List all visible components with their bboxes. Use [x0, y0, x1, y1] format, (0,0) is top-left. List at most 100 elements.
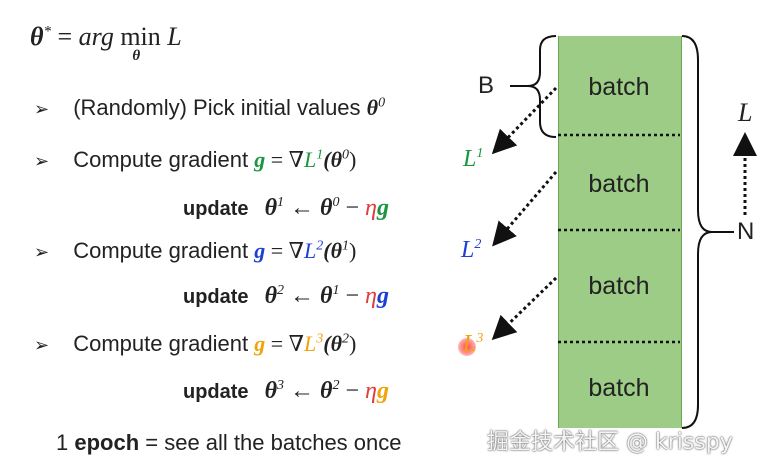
loss-l: L	[304, 331, 317, 356]
left-arrow: ←	[284, 195, 321, 221]
theta-arg: (θ	[323, 147, 342, 172]
theta-prev: θ	[320, 378, 333, 404]
superscript: 0	[378, 95, 386, 111]
epoch-prefix: 1	[56, 430, 75, 455]
batch-label-4: batch	[588, 374, 650, 402]
epoch-suffix: = see all the batches once	[139, 430, 402, 455]
minus-sign: −	[339, 378, 366, 404]
batch-column	[558, 36, 682, 428]
eta-symbol: η	[365, 378, 377, 404]
theta-new: θ	[264, 283, 278, 309]
side-loss-2: L2	[461, 237, 481, 264]
star-superscript: *	[43, 23, 52, 40]
theta-symbol: θ	[366, 95, 379, 120]
cursor-highlight-icon	[458, 338, 476, 356]
theta-arg: (θ	[323, 238, 342, 263]
theta-arg: (θ	[323, 331, 342, 356]
step-text: Compute gradient	[73, 238, 255, 263]
theta-prev-index: 2	[332, 378, 340, 393]
equals-sign: =	[51, 22, 79, 51]
step-text: (Randomly) Pick initial values	[73, 95, 367, 120]
side-loss-1: L1	[463, 146, 483, 173]
theta-index: 0	[342, 147, 349, 163]
loss-index: 2	[316, 238, 324, 254]
brace-b	[527, 35, 557, 138]
label-n: N	[737, 218, 755, 245]
epoch-note: 1 epoch = see all the batches once	[56, 430, 402, 456]
gradient-g: g	[254, 238, 266, 263]
gradient-g: g	[376, 195, 389, 221]
bullet-arrow-icon: ➢	[34, 242, 50, 262]
minus-sign: −	[339, 283, 366, 309]
nabla-equals: = ∇	[265, 238, 304, 263]
gradient-g: g	[254, 331, 266, 356]
update-label: update	[183, 198, 249, 220]
gradient-g: g	[376, 283, 389, 309]
arg-text: arg	[78, 22, 121, 51]
watermark-text: 掘金技术社区 @ krisspy	[487, 430, 733, 455]
min-text: min	[120, 22, 161, 51]
side-l: L	[463, 146, 477, 172]
batch-label-2: batch	[588, 170, 650, 198]
brace-n	[681, 35, 713, 429]
update-label: update	[183, 381, 249, 403]
close-paren: )	[349, 238, 357, 263]
bullet-arrow-icon: ➢	[34, 99, 50, 119]
arrow-batch2-to-l2	[492, 171, 558, 247]
side-sup: 3	[476, 331, 484, 346]
theta-new: θ	[264, 378, 278, 404]
min-subscript: θ	[132, 48, 141, 64]
bullet-arrow-icon: ➢	[34, 335, 50, 355]
side-sup: 2	[474, 237, 482, 252]
loss-l: L	[304, 147, 317, 172]
loss-symbol: L	[160, 22, 182, 51]
loss-index: 1	[316, 147, 324, 163]
batch-label-3: batch	[588, 272, 650, 300]
theta-new-index: 3	[277, 378, 285, 393]
arrow-batch3-to-l3	[491, 276, 558, 341]
theta-prev-index: 0	[332, 195, 340, 210]
side-sup: 1	[476, 146, 484, 161]
theta-new: θ	[264, 195, 278, 221]
label-l: L	[738, 98, 753, 127]
update-label: update	[183, 286, 249, 308]
label-b: B	[478, 72, 495, 99]
arrow-batch1-to-l1	[491, 86, 558, 155]
close-paren: )	[349, 147, 357, 172]
step-gradient-3: ➢ Compute gradient g = ∇L3(θ2)	[34, 331, 356, 357]
minus-sign: −	[339, 195, 366, 221]
close-paren: )	[349, 331, 357, 356]
theta-symbol: θ	[30, 22, 44, 51]
theta-index: 1	[342, 238, 349, 254]
theta-new-index: 1	[277, 195, 285, 210]
loss-l: L	[304, 238, 317, 263]
loss-index: 3	[316, 331, 324, 347]
nabla-equals: = ∇	[265, 331, 304, 356]
step-text: Compute gradient	[73, 331, 255, 356]
update-2: update θ2 ← θ1 − ηg	[183, 283, 389, 310]
theta-prev: θ	[320, 195, 333, 221]
batch-label-1: batch	[588, 73, 650, 101]
bullet-arrow-icon: ➢	[34, 151, 50, 171]
left-arrow: ←	[284, 378, 321, 404]
gradient-g: g	[254, 147, 266, 172]
epoch-word: epoch	[74, 430, 140, 455]
step-pick-initial: ➢ (Randomly) Pick initial values θ0	[34, 95, 385, 121]
eta-symbol: η	[365, 283, 377, 309]
update-1: update θ1 ← θ0 − ηg	[183, 195, 389, 222]
gradient-g: g	[376, 378, 389, 404]
step-text: Compute gradient	[73, 147, 255, 172]
side-l: L	[461, 237, 475, 263]
step-gradient-1: ➢ Compute gradient g = ∇L1(θ0)	[34, 147, 356, 173]
eta-symbol: η	[365, 195, 377, 221]
theta-index: 2	[342, 331, 349, 347]
theta-prev: θ	[320, 283, 333, 309]
theta-prev-index: 1	[332, 283, 340, 298]
update-3: update θ3 ← θ2 − ηg	[183, 378, 389, 405]
side-loss-3: L3	[463, 331, 483, 358]
side-l: L	[463, 331, 477, 357]
left-arrow: ←	[284, 283, 321, 309]
